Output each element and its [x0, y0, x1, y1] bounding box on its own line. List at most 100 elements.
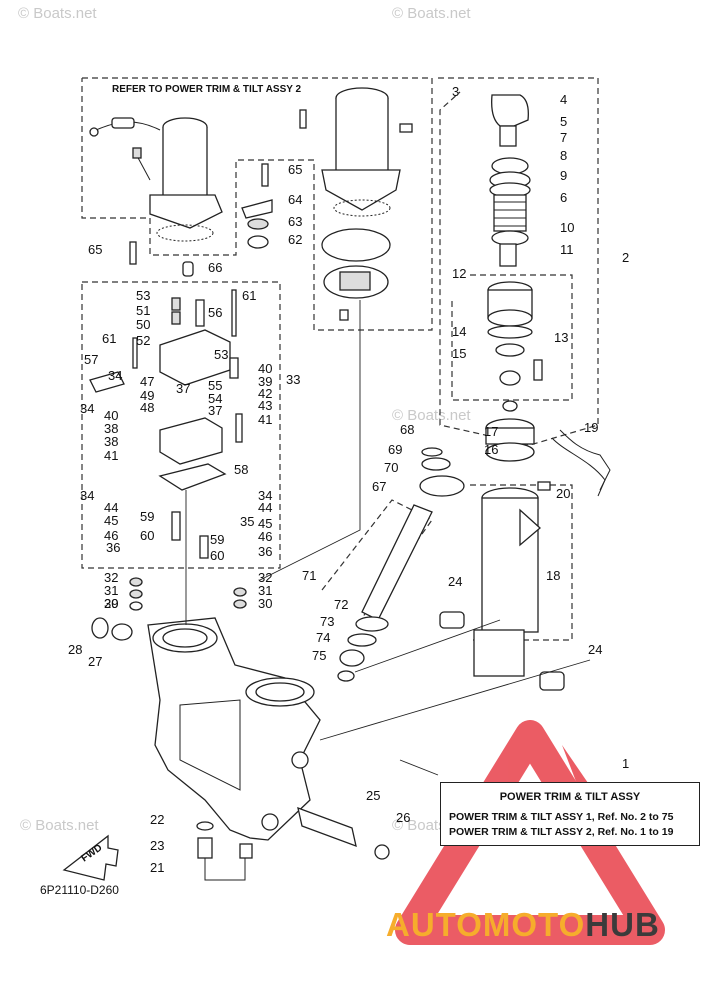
callout-51: 51 — [136, 303, 150, 318]
callout-31: 31 — [258, 583, 272, 598]
callout-35: 35 — [240, 514, 254, 529]
callout-38: 38 — [104, 434, 118, 449]
callout-45: 45 — [104, 513, 118, 528]
callout-4: 4 — [560, 92, 567, 107]
diagram-code: 6P21110-D260 — [40, 883, 119, 897]
callout-7: 7 — [560, 130, 567, 145]
callout-74: 74 — [316, 630, 330, 645]
callout-59: 59 — [210, 532, 224, 547]
watermark-text: © Boats.net — [392, 407, 471, 424]
callout-69: 69 — [388, 442, 402, 457]
trim-motor-left — [149, 117, 223, 242]
callout-19: 19 — [584, 420, 598, 435]
manual-valve-rod — [337, 447, 465, 682]
callout-31: 31 — [104, 583, 118, 598]
callout-52: 52 — [136, 333, 150, 348]
callout-25: 25 — [366, 788, 380, 803]
callout-15: 15 — [452, 346, 466, 361]
callout-9: 9 — [560, 168, 567, 183]
callout-37: 37 — [176, 381, 190, 396]
callout-63: 63 — [288, 214, 302, 229]
reference-box: POWER TRIM & TILT ASSY POWER TRIM & TILT… — [440, 782, 700, 846]
callout-61: 61 — [242, 288, 256, 303]
callout-5: 5 — [560, 114, 567, 129]
callout-2: 2 — [622, 250, 629, 265]
callout-33: 33 — [286, 372, 300, 387]
callout-54: 54 — [208, 391, 222, 406]
callout-39: 39 — [258, 374, 272, 389]
callout-48: 48 — [140, 400, 154, 415]
callout-49: 49 — [140, 388, 154, 403]
callout-72: 72 — [334, 597, 348, 612]
subassy-33-box — [81, 281, 281, 569]
callout-57: 57 — [84, 352, 98, 367]
callout-40: 40 — [104, 408, 118, 423]
callout-1: 1 — [622, 756, 629, 771]
callout-42: 42 — [258, 386, 272, 401]
callout-62: 62 — [288, 232, 302, 247]
reference-row-1: POWER TRIM & TILT ASSY 1, Ref. No. 2 to … — [449, 811, 674, 823]
callout-24: 24 — [588, 642, 602, 657]
callout-46: 46 — [104, 528, 118, 543]
callout-13: 13 — [554, 330, 568, 345]
callout-27: 27 — [88, 654, 102, 669]
callout-34: 34 — [108, 368, 122, 383]
leader-lines — [185, 300, 591, 776]
callout-10: 10 — [560, 220, 574, 235]
trim-tilt-bracket — [91, 617, 390, 881]
callout-75: 75 — [312, 648, 326, 663]
logo-part-1: AUTOMOTO — [386, 906, 586, 943]
callout-28: 28 — [68, 642, 82, 657]
refer-note: REFER TO POWER TRIM & TILT ASSY 2 — [112, 84, 302, 95]
callout-65: 65 — [288, 162, 302, 177]
callout-53: 53 — [214, 347, 228, 362]
watermark-text: © Boats.net — [392, 5, 471, 22]
callout-60: 60 — [140, 528, 154, 543]
tilt-cylinder-assembly — [439, 94, 611, 691]
valve-body-33 — [89, 289, 247, 611]
callout-24: 24 — [448, 574, 462, 589]
callout-68: 68 — [400, 422, 414, 437]
callout-23: 23 — [150, 838, 164, 853]
callout-36: 36 — [258, 544, 272, 559]
reference-row-2: POWER TRIM & TILT ASSY 2, Ref. No. 1 to … — [449, 826, 674, 838]
watermark-text: © Boats.net — [20, 817, 99, 834]
subassy-12-box — [451, 274, 573, 401]
callout-53: 53 — [136, 288, 150, 303]
callout-46: 46 — [258, 529, 272, 544]
subassy-2-box — [438, 77, 599, 446]
callout-12: 12 — [452, 266, 466, 281]
callout-30: 30 — [104, 596, 118, 611]
valve-plates — [321, 228, 391, 321]
callout-34: 34 — [258, 488, 272, 503]
callout-layer: 1234567891011121314151617181920212223242… — [68, 84, 629, 875]
callout-32: 32 — [104, 570, 118, 585]
callout-22: 22 — [150, 812, 164, 827]
callout-67: 67 — [372, 479, 386, 494]
callout-26: 26 — [396, 810, 410, 825]
callout-60: 60 — [210, 548, 224, 563]
callout-45: 45 — [258, 516, 272, 531]
callout-73: 73 — [320, 614, 334, 629]
callout-21: 21 — [150, 860, 164, 875]
callout-64: 64 — [288, 192, 302, 207]
trim-motor-right — [299, 87, 413, 217]
fwd-arrow-icon: FWD — [62, 834, 119, 881]
callout-29: 29 — [104, 596, 118, 611]
callout-30: 30 — [258, 596, 272, 611]
callout-59: 59 — [140, 509, 154, 524]
callout-8: 8 — [560, 148, 567, 163]
callout-44: 44 — [258, 500, 272, 515]
callout-32: 32 — [258, 570, 272, 585]
callout-38: 38 — [104, 421, 118, 436]
logo-part-2: HUB — [585, 906, 660, 943]
callout-17: 17 — [484, 424, 498, 439]
callout-50: 50 — [136, 317, 150, 332]
callout-55: 55 — [208, 378, 222, 393]
automotohub-logo: AUTOMOTOHUB — [386, 906, 660, 944]
motor-cable — [89, 117, 161, 181]
callout-34: 34 — [80, 401, 94, 416]
